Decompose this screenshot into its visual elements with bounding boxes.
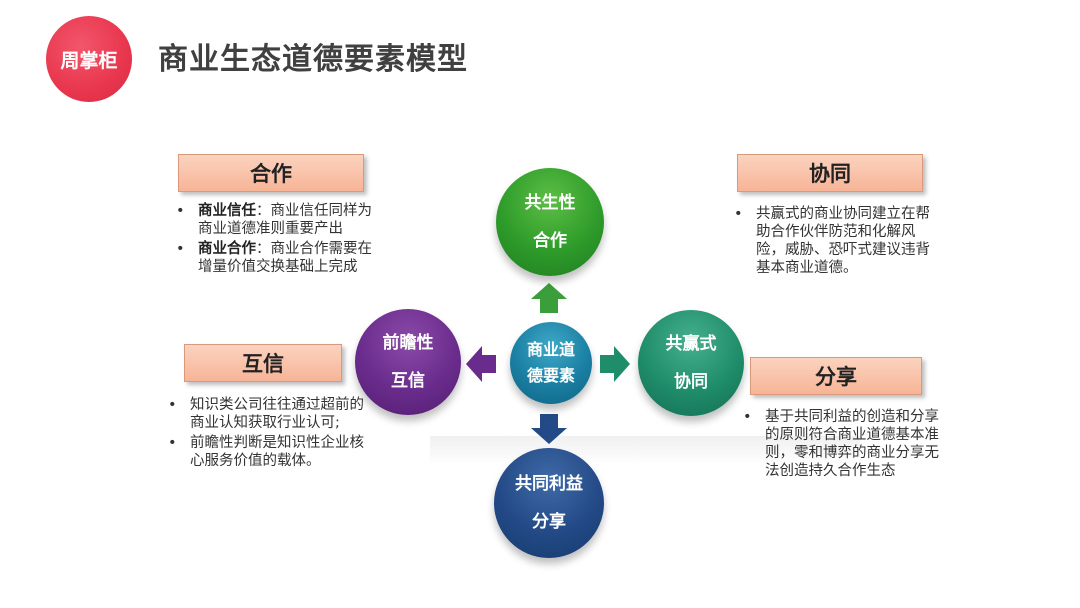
list-item: 前瞻性判断是知识性企业核心服务价值的载体。 <box>164 434 376 470</box>
logo-text: 周掌柜 <box>60 49 118 72</box>
node-shared-interest: 共同利益 分享 <box>494 448 604 558</box>
arrow-down-icon <box>531 414 567 444</box>
box-title-synergy: 协同 <box>737 154 923 192</box>
list-item: 基于共同利益的创造和分享的原则符合商业道德基本准则，零和博弈的商业分享无法创造持… <box>739 408 939 480</box>
bullets-trust: 知识类公司往往通过超前的商业认知获取行业认可; 前瞻性判断是知识性企业核心服务价… <box>164 396 376 472</box>
list-item: 商业信任：商业信任同样为商业道德准则重要产出 <box>172 202 372 238</box>
page-title: 商业生态道德要素模型 <box>158 42 468 77</box>
list-item: 商业合作：商业合作需要在增量价值交换基础上完成 <box>172 240 372 276</box>
arrow-left-icon <box>466 346 496 382</box>
arrow-right-icon <box>600 346 630 382</box>
node-win-win-synergy: 共赢式 协同 <box>638 310 744 416</box>
list-item: 知识类公司往往通过超前的商业认知获取行业认可; <box>164 396 376 432</box>
arrow-up-icon <box>531 283 567 313</box>
box-title-sharing: 分享 <box>750 357 922 395</box>
bullets-cooperation: 商业信任：商业信任同样为商业道德准则重要产出 商业合作：商业合作需要在增量价值交… <box>172 202 372 278</box>
node-forward-looking-trust: 前瞻性 互信 <box>355 309 461 415</box>
box-title-cooperation: 合作 <box>178 154 364 192</box>
logo-badge: 周掌柜 <box>46 16 132 102</box>
node-symbiotic-cooperation: 共生性 合作 <box>496 168 604 276</box>
node-center-business-ethics: 商业道 德要素 <box>510 322 592 404</box>
bullets-synergy: 共赢式的商业协同建立在帮助合作伙伴防范和化解风险，威胁、恐吓式建议违背基本商业道… <box>730 205 932 279</box>
list-item: 共赢式的商业协同建立在帮助合作伙伴防范和化解风险，威胁、恐吓式建议违背基本商业道… <box>730 205 932 277</box>
bullets-sharing: 基于共同利益的创造和分享的原则符合商业道德基本准则，零和博弈的商业分享无法创造持… <box>739 408 939 482</box>
box-title-trust: 互信 <box>184 344 342 382</box>
floor-shadow <box>430 436 860 466</box>
